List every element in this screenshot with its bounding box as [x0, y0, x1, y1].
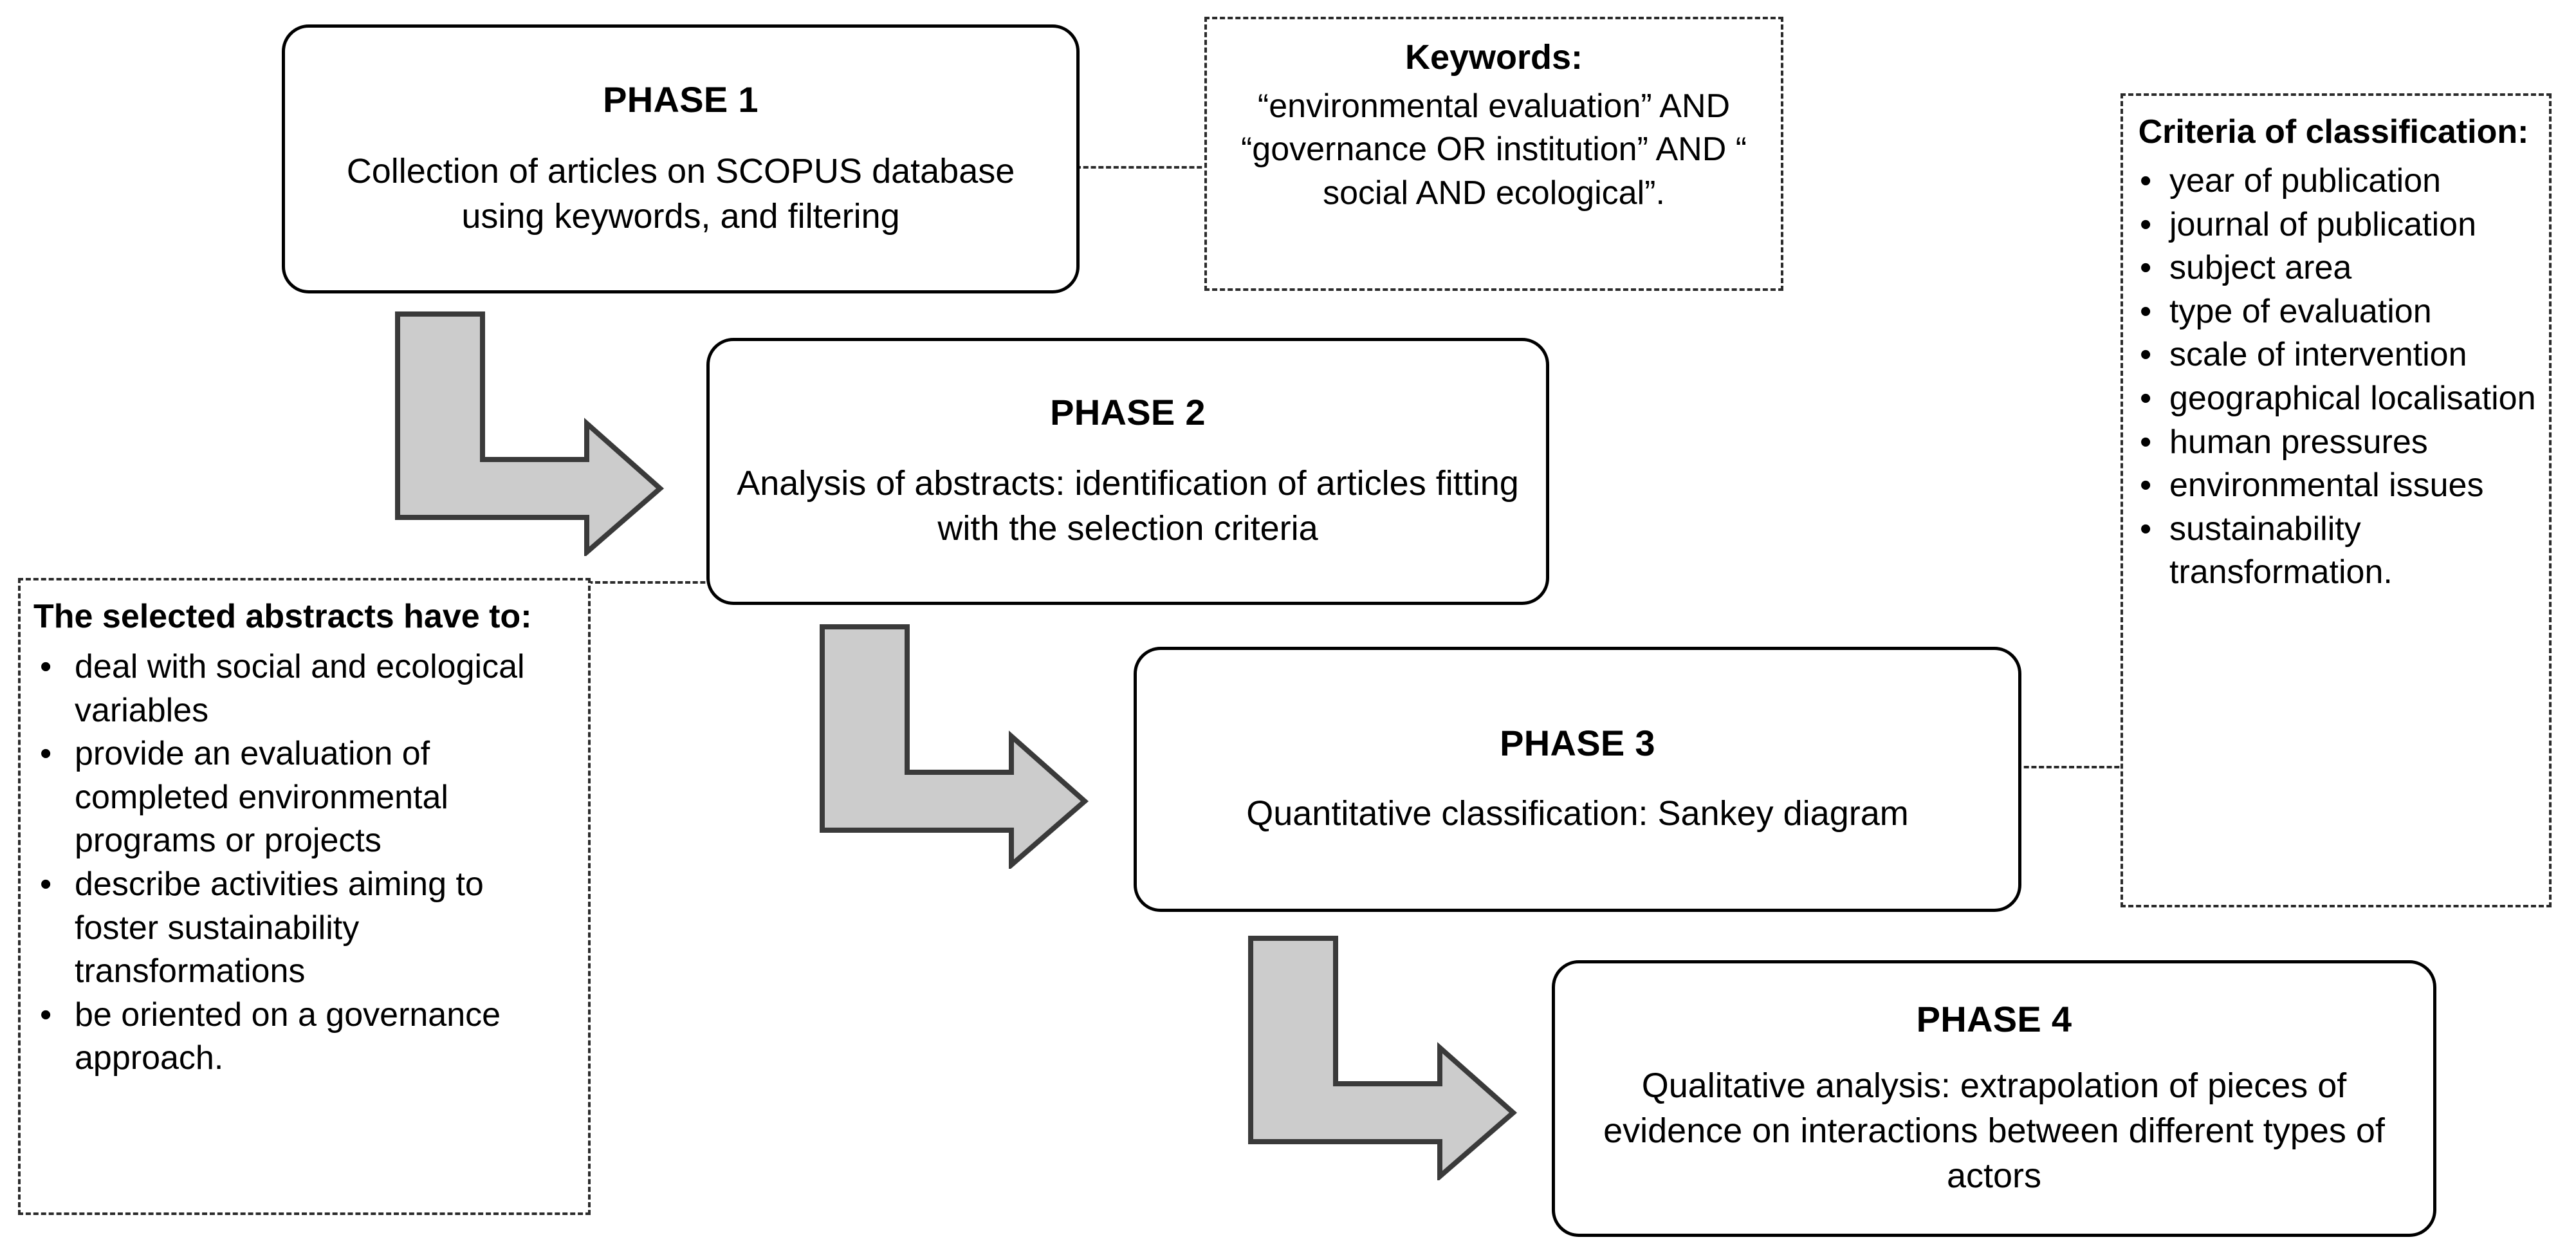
connector-phase1-to-keywords: [1076, 166, 1210, 169]
criteria-item-label: year of publication: [2169, 162, 2442, 200]
list-item: • scale of intervention: [2130, 333, 2537, 377]
arrow-phase2-to-phase3: [818, 623, 1089, 869]
bullet-icon: •: [40, 735, 52, 773]
list-item: • deal with social and ecological variabl…: [30, 645, 576, 732]
list-item: • geographical localisation: [2130, 377, 2537, 421]
selected-abstracts-list: • deal with social and ecological variabl…: [30, 645, 576, 1081]
list-item: • subject area: [2130, 246, 2537, 290]
bullet-icon: •: [2140, 292, 2152, 330]
bullet-icon: •: [2140, 379, 2152, 417]
selected-abstracts-note-title: The selected abstracts have to:: [33, 598, 532, 635]
bullet-icon: •: [2140, 162, 2152, 200]
keywords-note-box[interactable]: Keywords: “environmental evaluation” AND…: [1204, 17, 1783, 291]
connector-phase2-to-abstracts: [573, 581, 713, 584]
phase-4-box[interactable]: PHASE 4 Qualitative analysis: extrapolat…: [1552, 960, 2436, 1237]
bullet-icon: •: [2140, 467, 2152, 505]
bullet-icon: •: [2140, 205, 2152, 243]
bullet-icon: •: [2140, 336, 2152, 374]
phase-1-title: PHASE 1: [603, 79, 759, 120]
keywords-note-title: Keywords:: [1404, 38, 1583, 77]
criteria-note-title: Criteria of classification:: [2138, 113, 2529, 151]
abstracts-item-label: describe activities aiming to foster sus…: [75, 865, 484, 990]
phase-1-box[interactable]: PHASE 1 Collection of articles on SCOPUS…: [282, 24, 1080, 293]
phase-1-body: Collection of articles on SCOPUS databas…: [346, 152, 1015, 236]
criteria-item-label: human pressures: [2169, 423, 2428, 461]
list-item: • year of publication: [2130, 160, 2537, 203]
arrow-phase1-to-phase2: [394, 310, 664, 556]
list-item: • environmental issues: [2130, 464, 2537, 508]
phase-3-title: PHASE 3: [1500, 722, 1655, 763]
abstracts-item-label: be oriented on a governance approach.: [75, 996, 501, 1077]
list-item: • be oriented on a governance approach.: [30, 994, 576, 1081]
list-item: • describe activities aiming to foster su…: [30, 863, 576, 994]
connector-phase3-to-criteria: [2016, 766, 2127, 768]
list-item: • type of evaluation: [2130, 290, 2537, 334]
criteria-list: • year of publication • journal of publica…: [2130, 160, 2537, 595]
criteria-item-label: sustainability transformation.: [2169, 510, 2393, 591]
criteria-note-box[interactable]: Criteria of classification: • year of pub…: [2121, 93, 2552, 907]
list-item: • human pressures: [2130, 421, 2537, 465]
arrow-phase3-to-phase4: [1247, 934, 1517, 1180]
bullet-icon: •: [2140, 510, 2152, 548]
bullet-icon: •: [2140, 423, 2152, 461]
criteria-item-label: environmental issues: [2169, 467, 2484, 505]
bullet-icon: •: [40, 996, 52, 1034]
phase-4-body: Qualitative analysis: extrapolation of p…: [1603, 1066, 2385, 1196]
phase-3-box[interactable]: PHASE 3 Quantitative classification: San…: [1134, 647, 2021, 912]
phase-4-title: PHASE 4: [1916, 998, 2072, 1039]
phase-2-body: Analysis of abstracts: identification of…: [737, 463, 1519, 548]
phase-2-box[interactable]: PHASE 2 Analysis of abstracts: identific…: [706, 338, 1549, 605]
abstracts-item-label: provide an evaluation of completed envir…: [75, 735, 448, 860]
list-item: • provide an evaluation of completed envi…: [30, 732, 576, 863]
list-item: • journal of publication: [2130, 203, 2537, 247]
criteria-item-label: scale of intervention: [2169, 336, 2467, 374]
criteria-item-label: geographical localisation: [2169, 379, 2536, 417]
phase-3-body: Quantitative classification: Sankey diag…: [1246, 794, 1909, 833]
bullet-icon: •: [2140, 249, 2152, 287]
phase-2-title: PHASE 2: [1050, 392, 1206, 433]
criteria-item-label: journal of publication: [2169, 205, 2476, 243]
abstracts-item-label: deal with social and ecological variable…: [75, 648, 525, 729]
selected-abstracts-note-box[interactable]: The selected abstracts have to: • deal wi…: [18, 578, 591, 1215]
bullet-icon: •: [40, 648, 52, 685]
list-item: • sustainability transformation.: [2130, 508, 2537, 595]
criteria-item-label: type of evaluation: [2169, 292, 2432, 330]
criteria-item-label: subject area: [2169, 249, 2352, 287]
keywords-note-body: “environmental evaluation” AND “governan…: [1240, 87, 1747, 212]
bullet-icon: •: [40, 865, 52, 903]
